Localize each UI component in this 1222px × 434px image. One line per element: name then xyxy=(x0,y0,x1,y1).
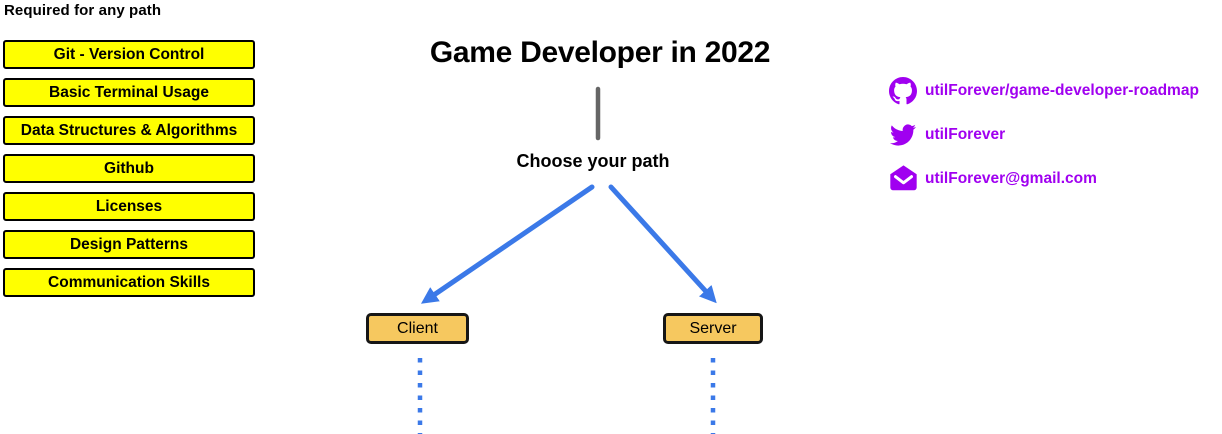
required-item-terminal: Basic Terminal Usage xyxy=(3,78,255,107)
required-item-github: Github xyxy=(3,154,255,183)
required-section-list: Git - Version Control Basic Terminal Usa… xyxy=(3,40,255,297)
server-path-node: Server xyxy=(663,313,763,344)
github-link[interactable]: utilForever/game-developer-roadmap xyxy=(886,76,1199,106)
twitter-link[interactable]: utilForever xyxy=(886,120,1199,150)
choose-path-label: Choose your path xyxy=(516,151,670,171)
mail-icon xyxy=(886,163,920,195)
twitter-icon xyxy=(886,122,920,148)
required-item-licenses: Licenses xyxy=(3,192,255,221)
required-item-communication: Communication Skills xyxy=(3,268,255,297)
contact-links: utilForever/game-developer-roadmap utilF… xyxy=(886,76,1199,194)
required-item-git: Git - Version Control xyxy=(3,40,255,69)
github-link-label: utilForever/game-developer-roadmap xyxy=(925,82,1199,99)
email-link-label: utilForever@gmail.com xyxy=(925,170,1097,187)
twitter-link-label: utilForever xyxy=(925,126,1006,143)
client-path-node: Client xyxy=(366,313,469,344)
required-item-dsa: Data Structures & Algorithms xyxy=(3,116,255,145)
email-link[interactable]: utilForever@gmail.com xyxy=(886,164,1199,194)
page-title: Game Developer in 2022 xyxy=(429,36,771,69)
required-section-heading: Required for any path xyxy=(4,2,162,19)
required-item-design-patterns: Design Patterns xyxy=(3,230,255,259)
github-icon xyxy=(886,77,920,105)
arrow-to-client xyxy=(420,184,595,304)
arrow-to-server xyxy=(608,184,717,304)
